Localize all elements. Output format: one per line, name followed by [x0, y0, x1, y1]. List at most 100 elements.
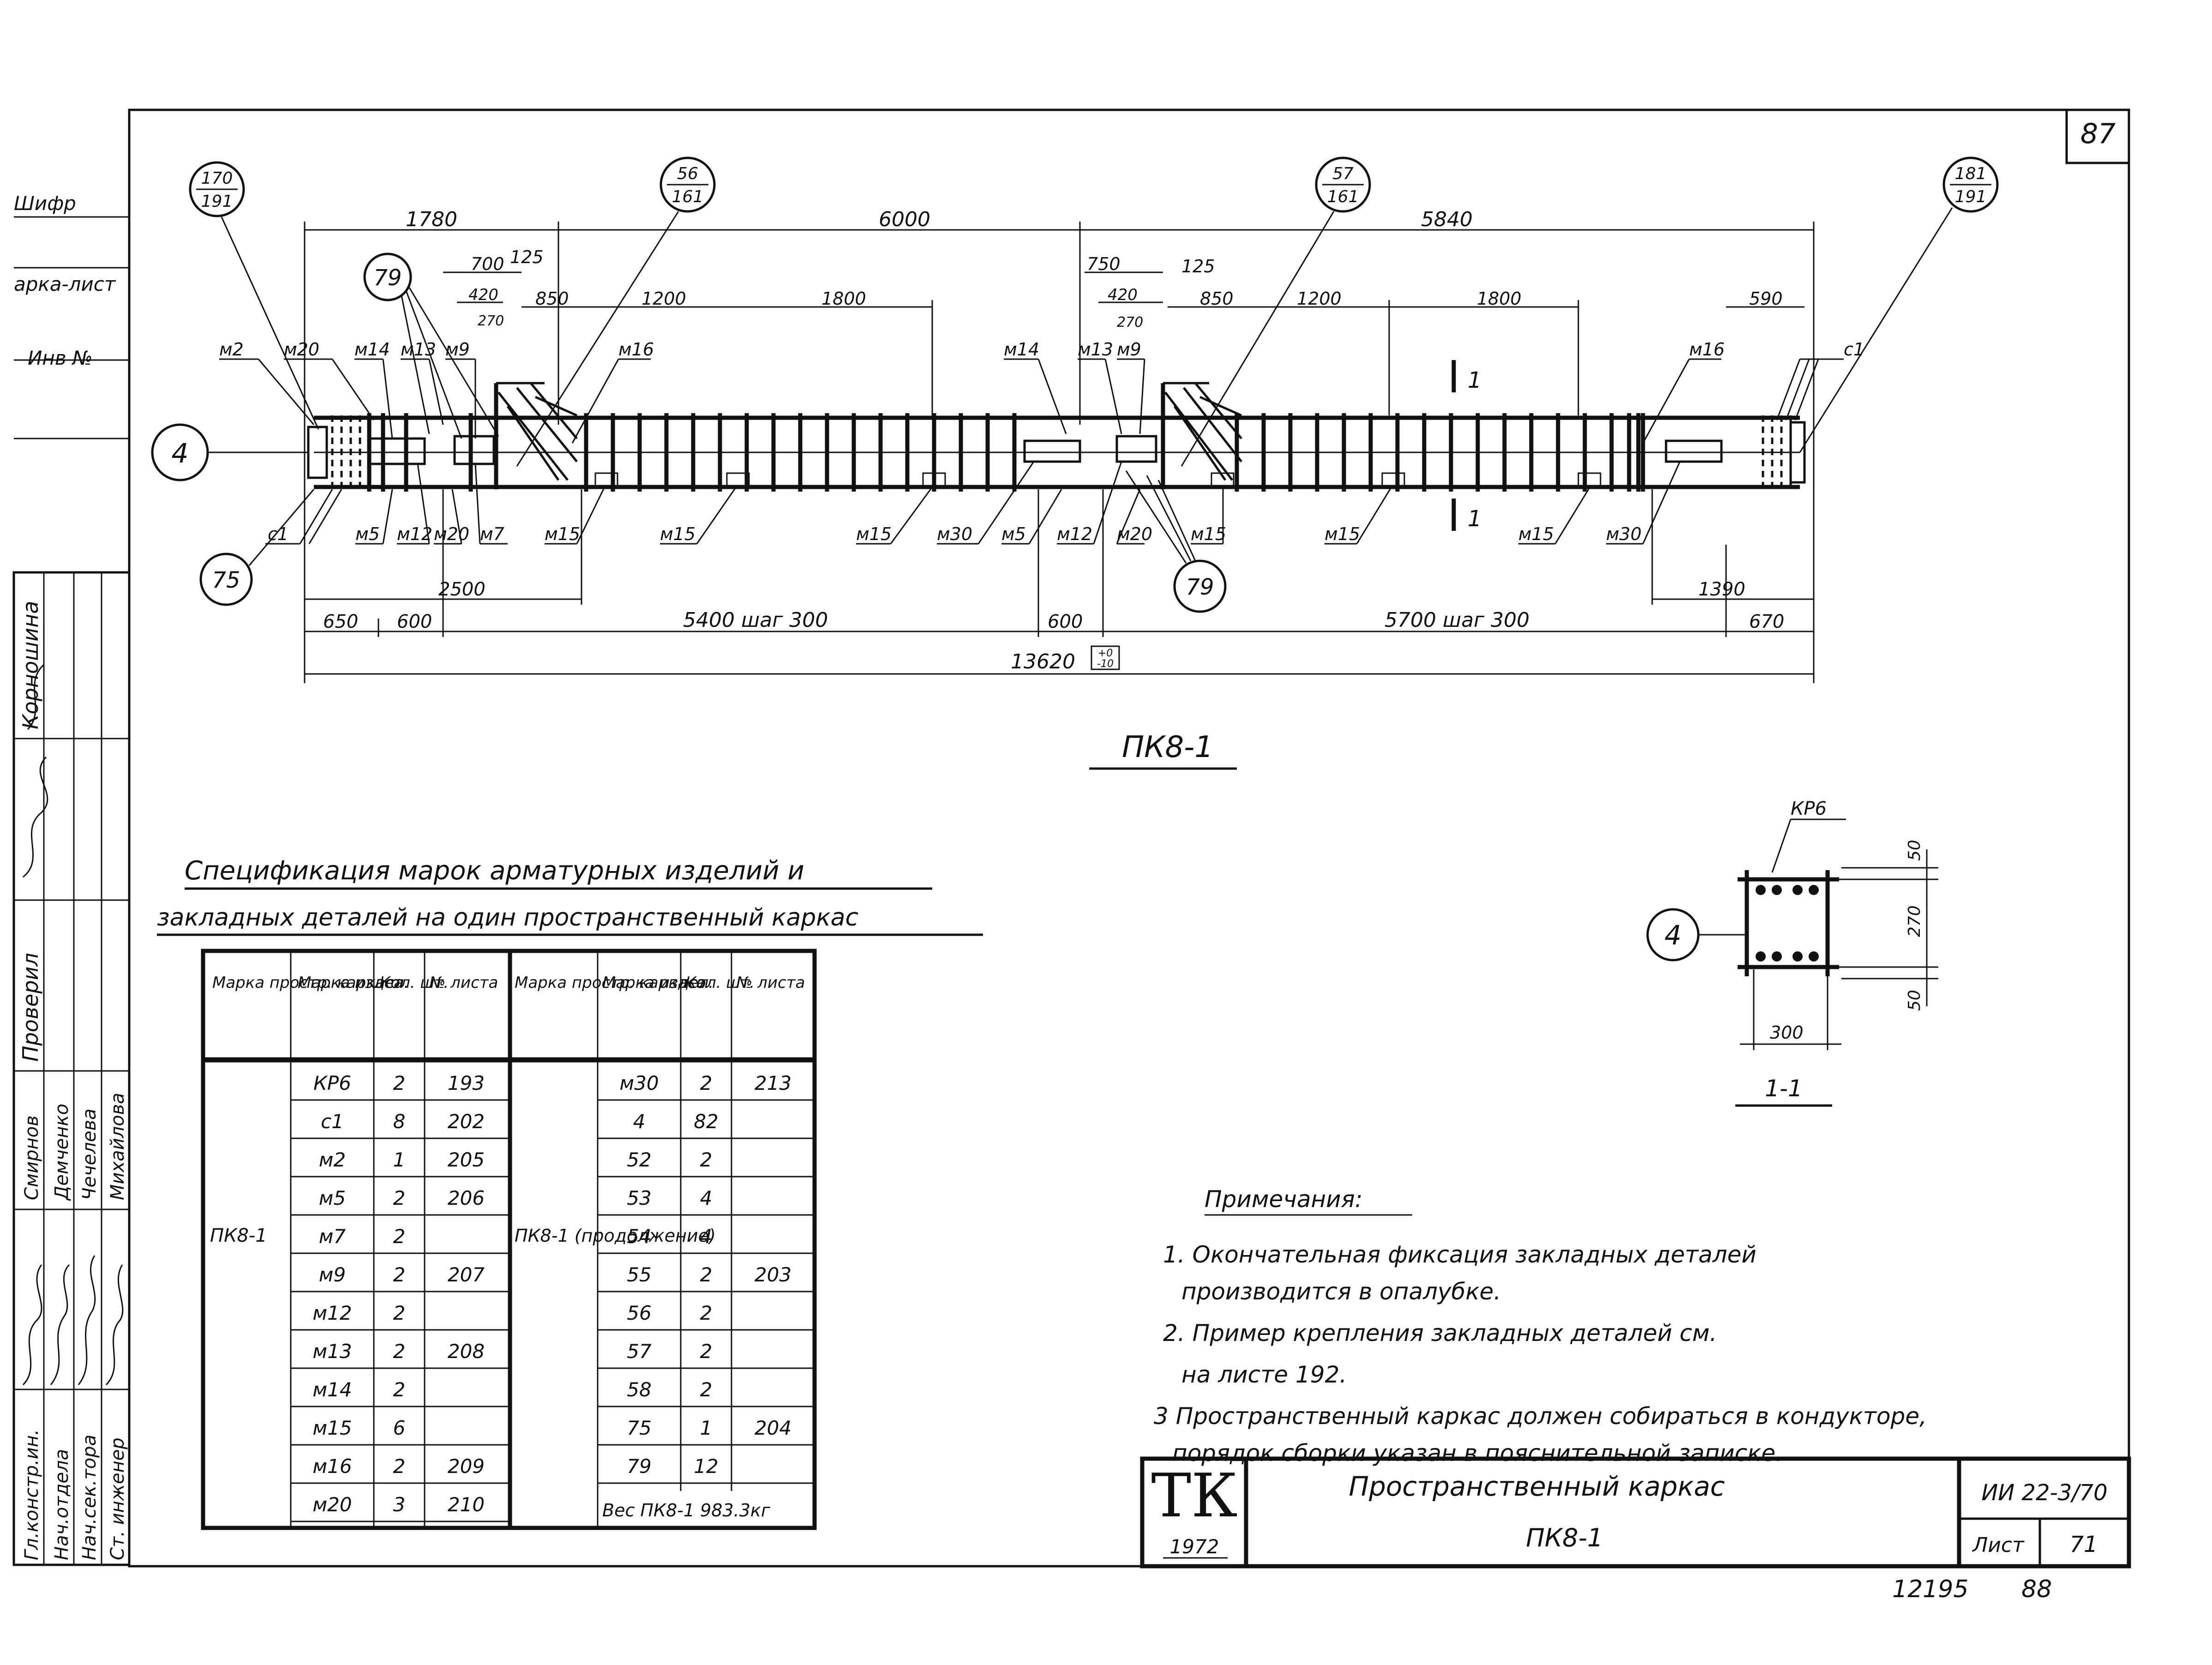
spec-right-cell: 53: [627, 1187, 651, 1209]
signer-2: Демченко: [51, 1104, 72, 1201]
left-strip: Шифр арка-лист Инв № Корношина Проверил …: [12, 192, 131, 1566]
note-line-4: на листе 192.: [1181, 1361, 1347, 1388]
role-chief: Гл.констр.ин.: [21, 1429, 42, 1560]
mark-m15-d: м15: [1191, 524, 1226, 544]
role-engineer: Ст. инженер: [107, 1437, 128, 1560]
dim-850-right: 850: [1200, 289, 1234, 309]
tolerance-box: [1091, 645, 1120, 670]
mark-m15-f: м15: [1518, 524, 1554, 544]
spec-left-cell: КР6: [313, 1072, 351, 1094]
spec-left-cell: м5: [319, 1187, 346, 1209]
spec-title-1: Спецификация марок арматурных изделий и: [185, 856, 804, 886]
signature-3: [78, 1255, 96, 1385]
spec-left-cell: м7: [319, 1225, 346, 1248]
spec-right-cell: 2: [700, 1378, 713, 1401]
signature-check: [23, 756, 48, 878]
note-line-2: производится в опалубке.: [1181, 1278, 1501, 1305]
checker-name: Корношина: [18, 601, 43, 729]
mark-m14-right: м14: [1004, 339, 1039, 360]
signature-1: [22, 1264, 42, 1386]
svg-text:79: 79: [1186, 574, 1214, 600]
spec-left-cell: 205: [448, 1148, 485, 1171]
hdr-frame-1: Марка простр. каркаса: [212, 974, 403, 992]
spec-left-cell: м13: [312, 1340, 352, 1363]
mark-m15-b: м15: [660, 524, 695, 544]
spec-right-cell: 82: [694, 1110, 718, 1133]
mark-m30-right: м30: [1606, 524, 1642, 544]
mark-m5: м5: [355, 524, 380, 544]
spec-left-cell: 2: [393, 1340, 406, 1363]
dim-1800: 1800: [821, 289, 866, 309]
dim-13620: 13620: [1011, 650, 1075, 673]
doc-title: Пространственный каркас: [1349, 1471, 1725, 1502]
title-block: ТК 1972 Пространственный каркас ПК8-1 ИИ…: [1140, 1456, 2131, 1569]
callout-56-161: 56 161: [516, 156, 716, 467]
spec-right-cell: 213: [755, 1072, 791, 1094]
spec-right-cell: 2: [700, 1263, 713, 1286]
spec-left-cell: 209: [448, 1455, 485, 1478]
spec-left-cell: 2: [393, 1072, 406, 1094]
dim-650: 650: [323, 611, 358, 632]
spec-right-cell: 2: [700, 1340, 713, 1363]
callout-4: 4: [151, 423, 308, 481]
spec-right-cell: 204: [755, 1417, 791, 1439]
spec-right-cell: 2: [700, 1302, 713, 1324]
svg-text:161: 161: [1327, 187, 1359, 206]
section-dim-270: 270: [1905, 905, 1924, 937]
embedded-plate-m7: [453, 435, 495, 465]
spec-left-cell: 207: [448, 1263, 485, 1286]
callout-75: 75: [199, 489, 315, 606]
signature-top: [27, 664, 44, 730]
spec-left-cell: 2: [393, 1378, 406, 1401]
spec-weight: Вес ПК8-1 983.3кг: [602, 1500, 771, 1521]
drawing-title: ПК8-1: [1122, 730, 1213, 764]
signer-4: Михайлова: [107, 1093, 128, 1200]
spec-left-cell: 2: [393, 1302, 406, 1324]
spec-left-cell: 210: [448, 1493, 485, 1516]
dim-5840: 5840: [1421, 208, 1473, 231]
mark-m7: м7: [480, 524, 504, 544]
hdr-frame-2: Марка простр. каркаса: [515, 974, 706, 992]
mark-m16: м16: [618, 339, 654, 360]
role-head: Нач.отдела: [51, 1449, 72, 1560]
spec-left-cell: м12: [312, 1302, 352, 1324]
dim-420: 420: [468, 286, 498, 304]
plate-m15-2: [726, 472, 750, 488]
page-footer-number: 88: [2021, 1575, 2052, 1603]
note-line-1: 1. Окончательная фиксация закладных дета…: [1163, 1241, 1756, 1268]
notes-heading: Примечания:: [1205, 1186, 1363, 1213]
tk-year: 1972: [1170, 1535, 1219, 1558]
dim-600-right: 600: [1048, 611, 1083, 632]
signer-3: Чечелева: [79, 1108, 100, 1200]
hdr-item-1: Марка издел.: [298, 974, 409, 992]
dim-1200-right: 1200: [1297, 289, 1342, 309]
spec-left-cell: 2: [393, 1187, 406, 1209]
spec-left-cell: с1: [321, 1110, 344, 1133]
spec-left-cell: 193: [448, 1072, 485, 1094]
sheet-number: 71: [2069, 1532, 2098, 1557]
mark-m2: м2: [219, 339, 244, 360]
mark-m20-right: м20: [1117, 524, 1152, 544]
mark-m20: м20: [284, 339, 319, 360]
mark-m9-right: м9: [1117, 339, 1141, 360]
tol-minus: -10: [1097, 658, 1114, 670]
svg-text:79: 79: [373, 265, 402, 291]
stirrups: [367, 413, 1645, 492]
dim-270: 270: [478, 313, 504, 329]
section-callout-text: 4: [1665, 920, 1682, 951]
spec-left-cell: 6: [393, 1417, 406, 1439]
mark-m12-right: м12: [1057, 524, 1092, 544]
archive-number: 12195: [1892, 1575, 1968, 1603]
top-marks: м2 м20 м14 м13 м9 м16 м14 м13 м9 м16 с1: [219, 339, 1864, 444]
plate-m15-3: [922, 472, 946, 488]
spec-left-cell: 3: [393, 1493, 406, 1516]
spec-right-cell: 4: [700, 1225, 713, 1248]
spec-left-cell: м15: [312, 1417, 352, 1439]
role-section: Нач.сек.тора: [79, 1435, 100, 1560]
dim-1390: 1390: [1698, 579, 1745, 600]
tk-logo: ТК: [1151, 1461, 1237, 1531]
section-dim-50-top: 50: [1905, 840, 1924, 861]
